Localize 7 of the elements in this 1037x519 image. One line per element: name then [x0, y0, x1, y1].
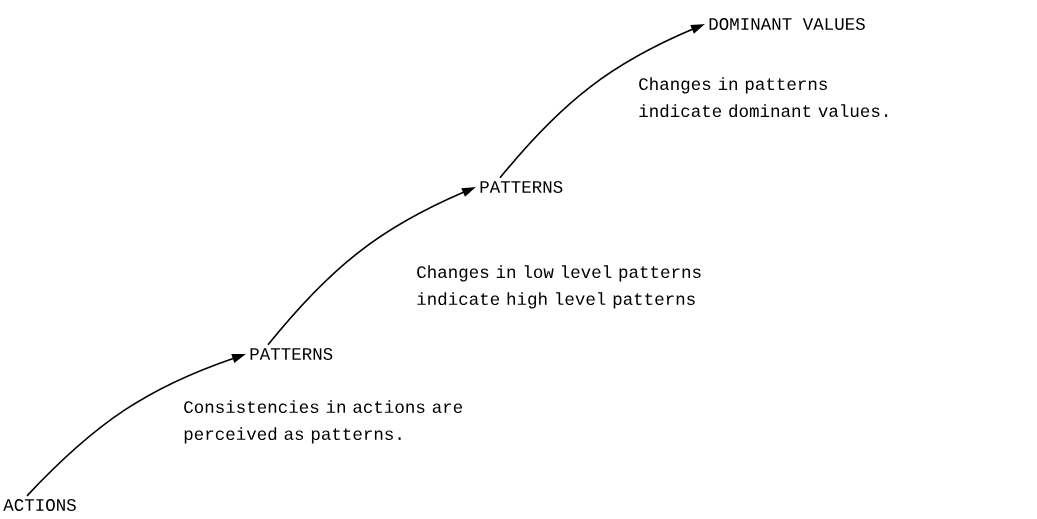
stage-label: PATTERNS [250, 348, 333, 360]
stage-label: DOMINANT VALUES [709, 18, 865, 30]
description-text: Changes in patterns indicate dominant values. [639, 77, 888, 118]
stage-label: PATTERNS [480, 181, 563, 193]
description-text: Changes in low level patterns indicate high level patterns [417, 265, 701, 309]
description-text: Consistencies in actions are perceived as patterns. [184, 400, 463, 444]
stage-label: ACTIONS [3, 499, 76, 511]
